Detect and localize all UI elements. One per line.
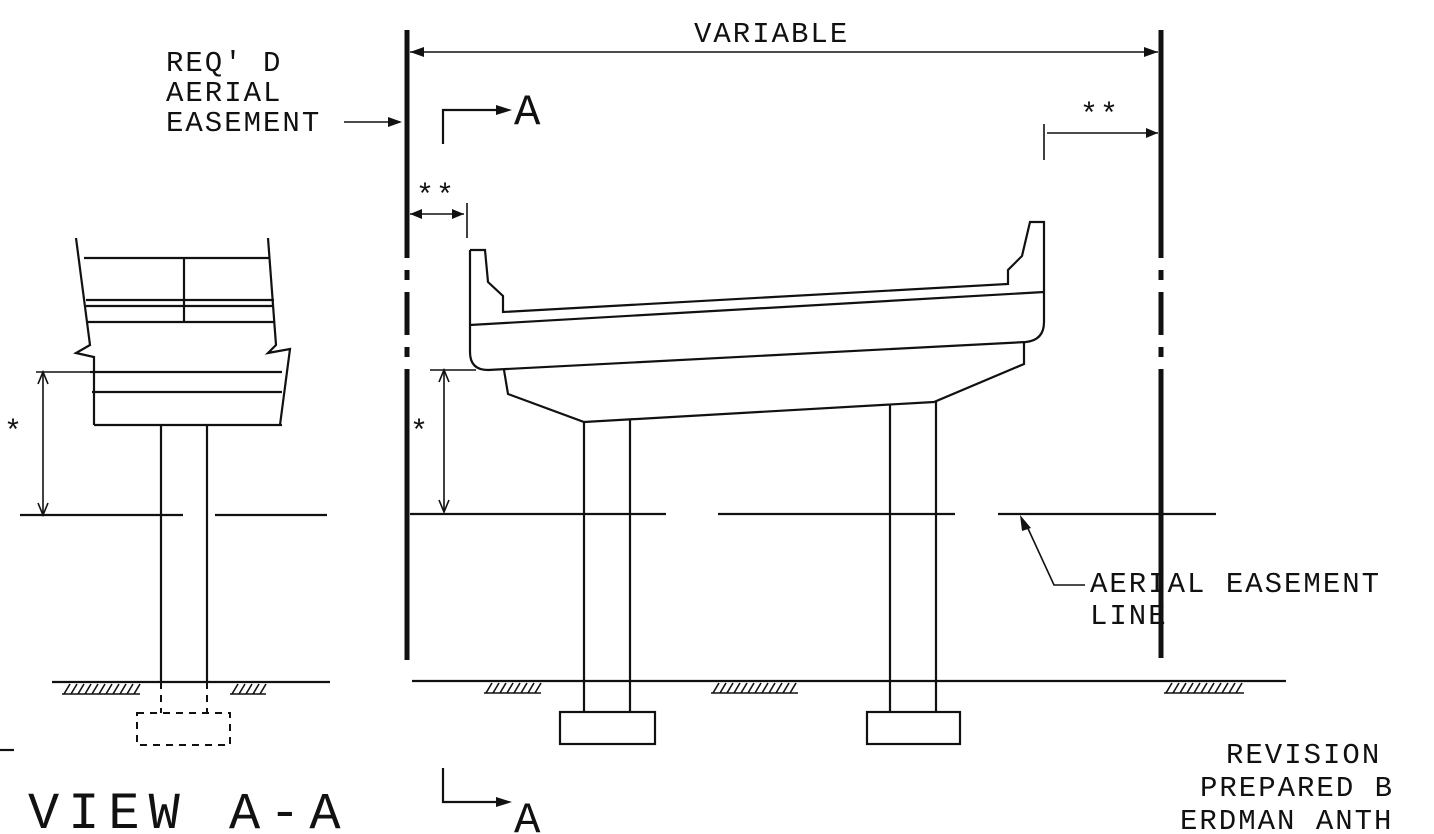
view-title: VIEW A-A: [28, 785, 350, 834]
pier-column-left: [558, 420, 657, 746]
pier-column-right: [865, 402, 962, 746]
bridge-superstructure: [468, 220, 1046, 424]
revision-label-line3: ERDMAN ANTH: [1180, 805, 1393, 834]
right-break-line: [264, 237, 292, 426]
section-marker-top: [441, 108, 505, 144]
ground-hatch-elevation: [484, 682, 1244, 694]
aerial-easement-label-line1: AERIAL EASEMENT: [1090, 568, 1381, 601]
section-label-bottom: A: [514, 796, 542, 834]
revision-label-line2: PREPARED B: [1200, 772, 1394, 805]
single-star-center-label: *: [410, 416, 430, 450]
aerial-easement-leader: [1024, 521, 1085, 586]
view-a-a-section: [0, 237, 330, 752]
ground-hatch-left: [62, 683, 267, 695]
section-marker-bottom: [441, 768, 505, 804]
variable-label: VARIABLE: [694, 18, 849, 51]
double-star-right-label: **: [1080, 99, 1120, 133]
single-star-left-label: *: [4, 416, 24, 450]
easement-label-line3: EASEMENT: [166, 107, 321, 140]
section-label-top: A: [514, 88, 542, 138]
double-star-left-label: **: [416, 180, 456, 214]
left-break-line: [72, 237, 96, 425]
aerial-easement-label-line2: LINE: [1090, 600, 1168, 633]
easement-label-line1: REQ' D: [166, 47, 282, 80]
revision-label-line1: REVISION: [1226, 739, 1381, 772]
easement-label-line2: AERIAL: [166, 77, 282, 110]
